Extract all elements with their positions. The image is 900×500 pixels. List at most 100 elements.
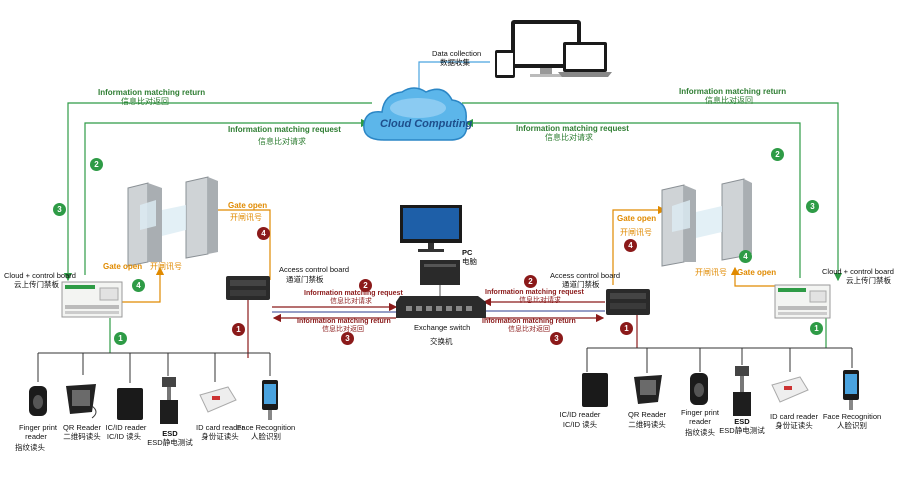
- right-request-line: [464, 118, 801, 278]
- left-return-line: [63, 102, 372, 282]
- left-info-return-en: Information matching return: [98, 88, 206, 97]
- cloud-label: Cloud Computing: [380, 118, 473, 130]
- right-gate-open-mid: [730, 266, 780, 287]
- exchange-switch-icon: [396, 296, 486, 318]
- right-device-label-zh: 身份证读头: [775, 421, 813, 430]
- left-device-label-zh: 二维码读头: [63, 432, 101, 441]
- left-gate-open-top-zh: 开闸讯号: [230, 213, 262, 222]
- right-gate-open-top-zh: 开闸讯号: [620, 228, 652, 237]
- right-device-label-zh: 指纹读头: [685, 428, 715, 437]
- right-gate-open-mid-en: Gate open: [737, 268, 777, 277]
- left-gate-open-mid: [122, 266, 165, 303]
- right-cloud-board-zh: 云上传门禁板: [846, 276, 891, 285]
- right-access-control-board-icon: [606, 289, 650, 315]
- left-gate-open-mid-en: Gate open: [103, 262, 143, 271]
- left-net-return-zh: 信息比对返回: [322, 326, 364, 333]
- right-gate-open-top: [612, 205, 667, 285]
- left-cloud-board-zh: 云上传门禁板: [14, 280, 59, 289]
- right-face-recognition-icon: [843, 370, 859, 410]
- left-ic-id-reader-icon: [117, 388, 143, 420]
- left-access-board-en: Access control board: [279, 265, 350, 274]
- right-return-line: [462, 102, 843, 282]
- right-ic-id-reader-icon: [582, 373, 608, 407]
- left-gate-open-top-en: Gate open: [228, 201, 268, 210]
- badge-3-left-net: 3: [341, 332, 354, 345]
- left-net-request-zh: 信息比对请求: [330, 298, 372, 305]
- badge-2-right-net: 2: [524, 275, 537, 288]
- badge-1-right-access: 1: [620, 322, 633, 335]
- left-device-label: ID card reader: [196, 423, 244, 432]
- left-fingerprint-reader-icon: [29, 386, 47, 416]
- left-face-recognition-icon: [262, 380, 278, 420]
- right-cloud-control-board-icon: [774, 284, 831, 319]
- badge-3-right: 3: [806, 200, 819, 213]
- right-device-label: QR Reader: [628, 410, 666, 419]
- right-gate-open-top-en: Gate open: [617, 214, 657, 223]
- left-info-request-zh: 信息比对请求: [258, 137, 306, 146]
- computer-devices-icon: [495, 20, 612, 78]
- badge-4-left: 4: [132, 279, 145, 292]
- left-request-line: [84, 118, 370, 275]
- right-net-request-en: Information matching request: [485, 289, 584, 296]
- switch-label-zh: 交换机: [430, 337, 453, 346]
- left-qr-reader-icon: [66, 384, 97, 419]
- badge-4-right-gate: 4: [624, 239, 637, 252]
- left-device-label-zh: 人脸识别: [251, 432, 281, 441]
- right-device-label-zh: 二维码读头: [628, 420, 666, 429]
- right-info-return-en: Information matching return: [679, 87, 787, 96]
- left-device-label-zh: 指纹读头: [15, 443, 45, 452]
- right-device-label-zh: 人脸识别: [837, 421, 867, 430]
- left-cloud-board-en: Cloud + control board: [4, 271, 76, 280]
- left-device-label-zh: IC/ID 读头: [106, 432, 142, 441]
- right-info-request-zh: 信息比对请求: [545, 133, 593, 142]
- badge-4-right: 4: [739, 250, 752, 263]
- right-device-label-zh: ESD静电测试: [719, 426, 765, 435]
- badge-1-left-access: 1: [232, 323, 245, 336]
- right-net-return-zh: 信息比对返回: [508, 326, 550, 333]
- pc-label-zh: 电脑: [462, 257, 477, 266]
- badge-3-right-net: 3: [550, 332, 563, 345]
- left-gate-open-top: [208, 205, 271, 280]
- right-device-label: IC/ID reader: [559, 410, 601, 419]
- right-device-label-zh: IC/ID 读头: [562, 420, 598, 429]
- right-net-request-zh: 信息比对请求: [519, 297, 561, 304]
- right-device-label: reader: [689, 417, 711, 426]
- left-access-board-zh: 通道门禁板: [286, 275, 324, 284]
- right-info-return-zh: 信息比对返回: [705, 96, 753, 105]
- badge-2-left: 2: [90, 158, 103, 171]
- left-net-request-en: Information matching request: [304, 290, 403, 297]
- right-device-label: Face Recognition: [822, 412, 882, 421]
- pc-monitor-icon: [400, 205, 462, 252]
- data-collection-line: [418, 61, 490, 92]
- right-device-label: ID card reader: [770, 412, 818, 421]
- right-cloud-board-en: Cloud + control board: [822, 267, 894, 276]
- right-access-board-zh: 通道门禁板: [562, 280, 600, 289]
- left-device-label: QR Reader: [63, 423, 101, 432]
- right-id-card-reader-icon: [771, 376, 809, 403]
- left-device-label: Face Recognition: [236, 423, 296, 432]
- badge-4-left-gate: 4: [257, 227, 270, 240]
- right-gate-open-mid-zh: 开闸讯号: [695, 268, 727, 277]
- left-device-bus: [37, 352, 271, 383]
- badge-3-left: 3: [53, 203, 66, 216]
- data-collection-label-zh: 数据收集: [440, 58, 470, 67]
- badge-1-right: 1: [810, 322, 823, 335]
- right-net-return-en: Information matching return: [482, 318, 576, 325]
- badge-2-left-net: 2: [359, 279, 372, 292]
- left-gate-open-mid-zh: 开闸讯号: [150, 262, 182, 271]
- left-device-label: IC/ID reader: [105, 423, 147, 432]
- right-device-label: ESD: [734, 417, 750, 426]
- right-turnstile-gate-icon: [661, 178, 752, 267]
- left-device-label: reader: [25, 432, 47, 441]
- left-turnstile-gate-icon: [127, 176, 218, 267]
- cloud-icon: [363, 87, 468, 141]
- left-device-label-zh: 身份证读头: [201, 432, 239, 441]
- left-id-card-reader-icon: [199, 386, 237, 413]
- left-info-request-en: Information matching request: [228, 125, 341, 134]
- right-info-request-en: Information matching request: [516, 124, 629, 133]
- left-device-label: Finger print: [19, 423, 57, 432]
- right-device-bus: [586, 347, 853, 373]
- left-net-return-en: Information matching return: [297, 318, 391, 325]
